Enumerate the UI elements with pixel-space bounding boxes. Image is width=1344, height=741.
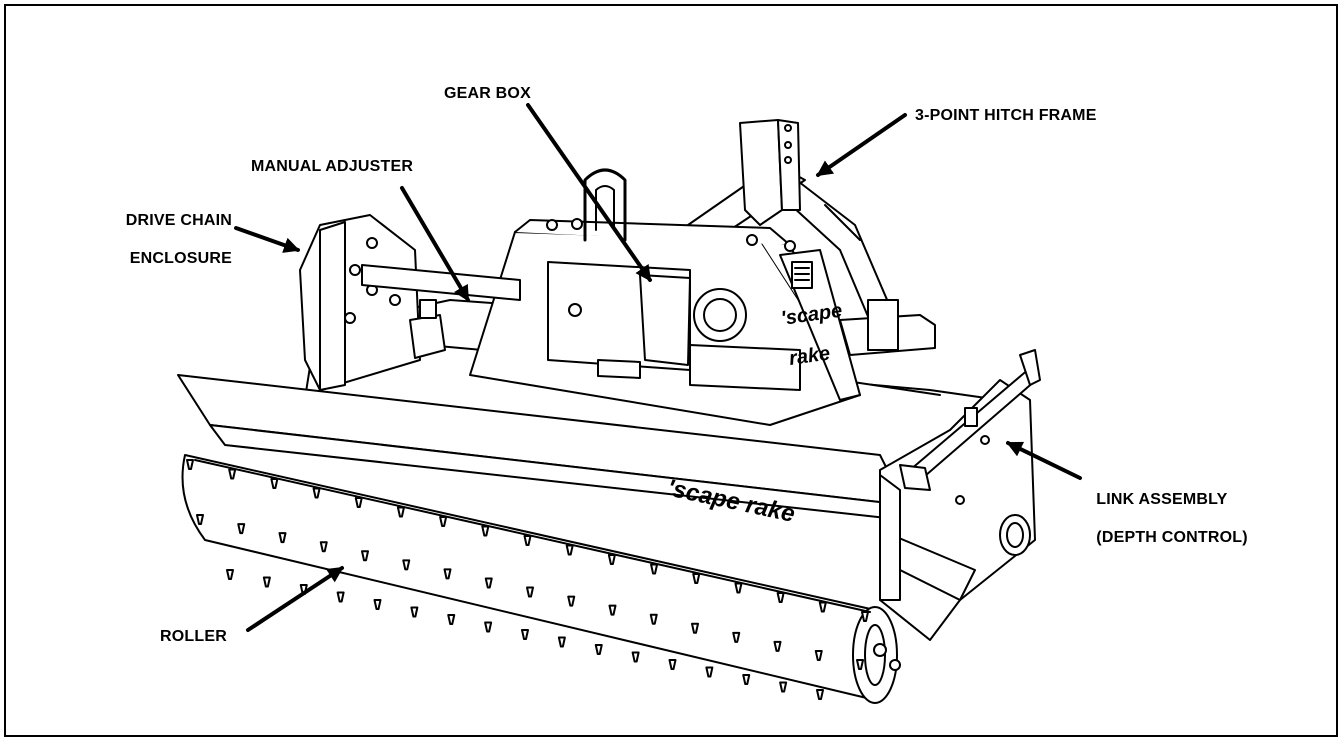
roller-tine [567, 595, 576, 607]
roller-tine [521, 629, 529, 640]
roller-tine [668, 659, 677, 670]
roller-tine [447, 614, 456, 625]
roller-tine [484, 577, 493, 589]
label-gear-box: GEAR BOX [444, 85, 531, 102]
label-drive-chain-enclosure: DRIVE CHAIN ENCLOSURE [94, 192, 232, 268]
roller-tine [270, 478, 279, 489]
roller-tine [186, 459, 194, 470]
roller-tine [818, 601, 827, 613]
roller-tine [557, 636, 566, 648]
label-link-assembly: LINK ASSEMBLY (DEPTH CONTROL) [1087, 471, 1248, 547]
roller-tine [742, 674, 751, 685]
roller-tine [856, 659, 864, 670]
roller-tine [481, 525, 490, 537]
roller-tine [523, 535, 532, 546]
roller-tine [565, 544, 574, 556]
roller-tine [649, 613, 658, 625]
link-assembly [873, 349, 1041, 671]
label-link-line1: LINK ASSEMBLY [1096, 491, 1228, 508]
roller-tine [861, 611, 869, 622]
roller-tine [732, 631, 741, 643]
roller-tine [396, 506, 405, 518]
gear-box-arrow [526, 103, 652, 282]
roller-tine [373, 599, 382, 610]
leader-arrows [234, 103, 1082, 632]
roller-tines [186, 459, 869, 700]
roller-tine [439, 516, 448, 527]
roller-tine [734, 582, 743, 594]
roller-tine [336, 591, 345, 603]
roller-tine [226, 569, 234, 580]
roller-tine [319, 541, 328, 553]
drive-chain-arrow [234, 226, 300, 253]
label-drive-chain-line2: ENCLOSURE [129, 250, 232, 267]
roller-tine [691, 622, 699, 634]
roller-tine [814, 649, 823, 661]
roller-tine [196, 514, 204, 525]
roller-tine [484, 621, 493, 633]
manual-adjuster-arrow [400, 186, 470, 302]
label-link-line2: (DEPTH CONTROL) [1096, 529, 1248, 546]
roller-tine [773, 640, 782, 652]
roller-tine [262, 576, 271, 588]
roller-tine [705, 666, 714, 678]
roller-tine [692, 573, 701, 584]
roller-tine [228, 468, 237, 480]
link-assembly-arrow [1006, 441, 1082, 480]
roller-tine [631, 651, 640, 663]
roller-tine [361, 550, 369, 562]
roller-tine [312, 487, 321, 499]
roller-tine [594, 644, 603, 655]
roller-tine [779, 681, 788, 693]
label-drive-chain-line1: DRIVE CHAIN [125, 212, 232, 229]
roller-tine [776, 592, 785, 603]
hitch-frame-arrow [816, 113, 907, 177]
roller-tine [650, 563, 659, 575]
roller-tine [526, 586, 534, 598]
roller-tine [607, 554, 616, 565]
roller-tine [278, 532, 287, 544]
roller-tine [443, 568, 452, 580]
roller-tine [410, 606, 419, 618]
roller-arrow [246, 566, 344, 632]
roller [181, 454, 898, 704]
hitch-frame [687, 119, 936, 356]
roller-tine [608, 604, 617, 616]
roller-tine [237, 523, 246, 535]
roller-tine [816, 689, 824, 700]
label-roller: ROLLER [160, 628, 227, 645]
roller-tine [402, 559, 411, 571]
label-hitch-frame: 3-POINT HITCH FRAME [915, 107, 1097, 124]
label-manual-adjuster: MANUAL ADJUSTER [251, 158, 414, 175]
roller-tine [354, 497, 363, 508]
drive-chain-enclosure [299, 214, 521, 391]
